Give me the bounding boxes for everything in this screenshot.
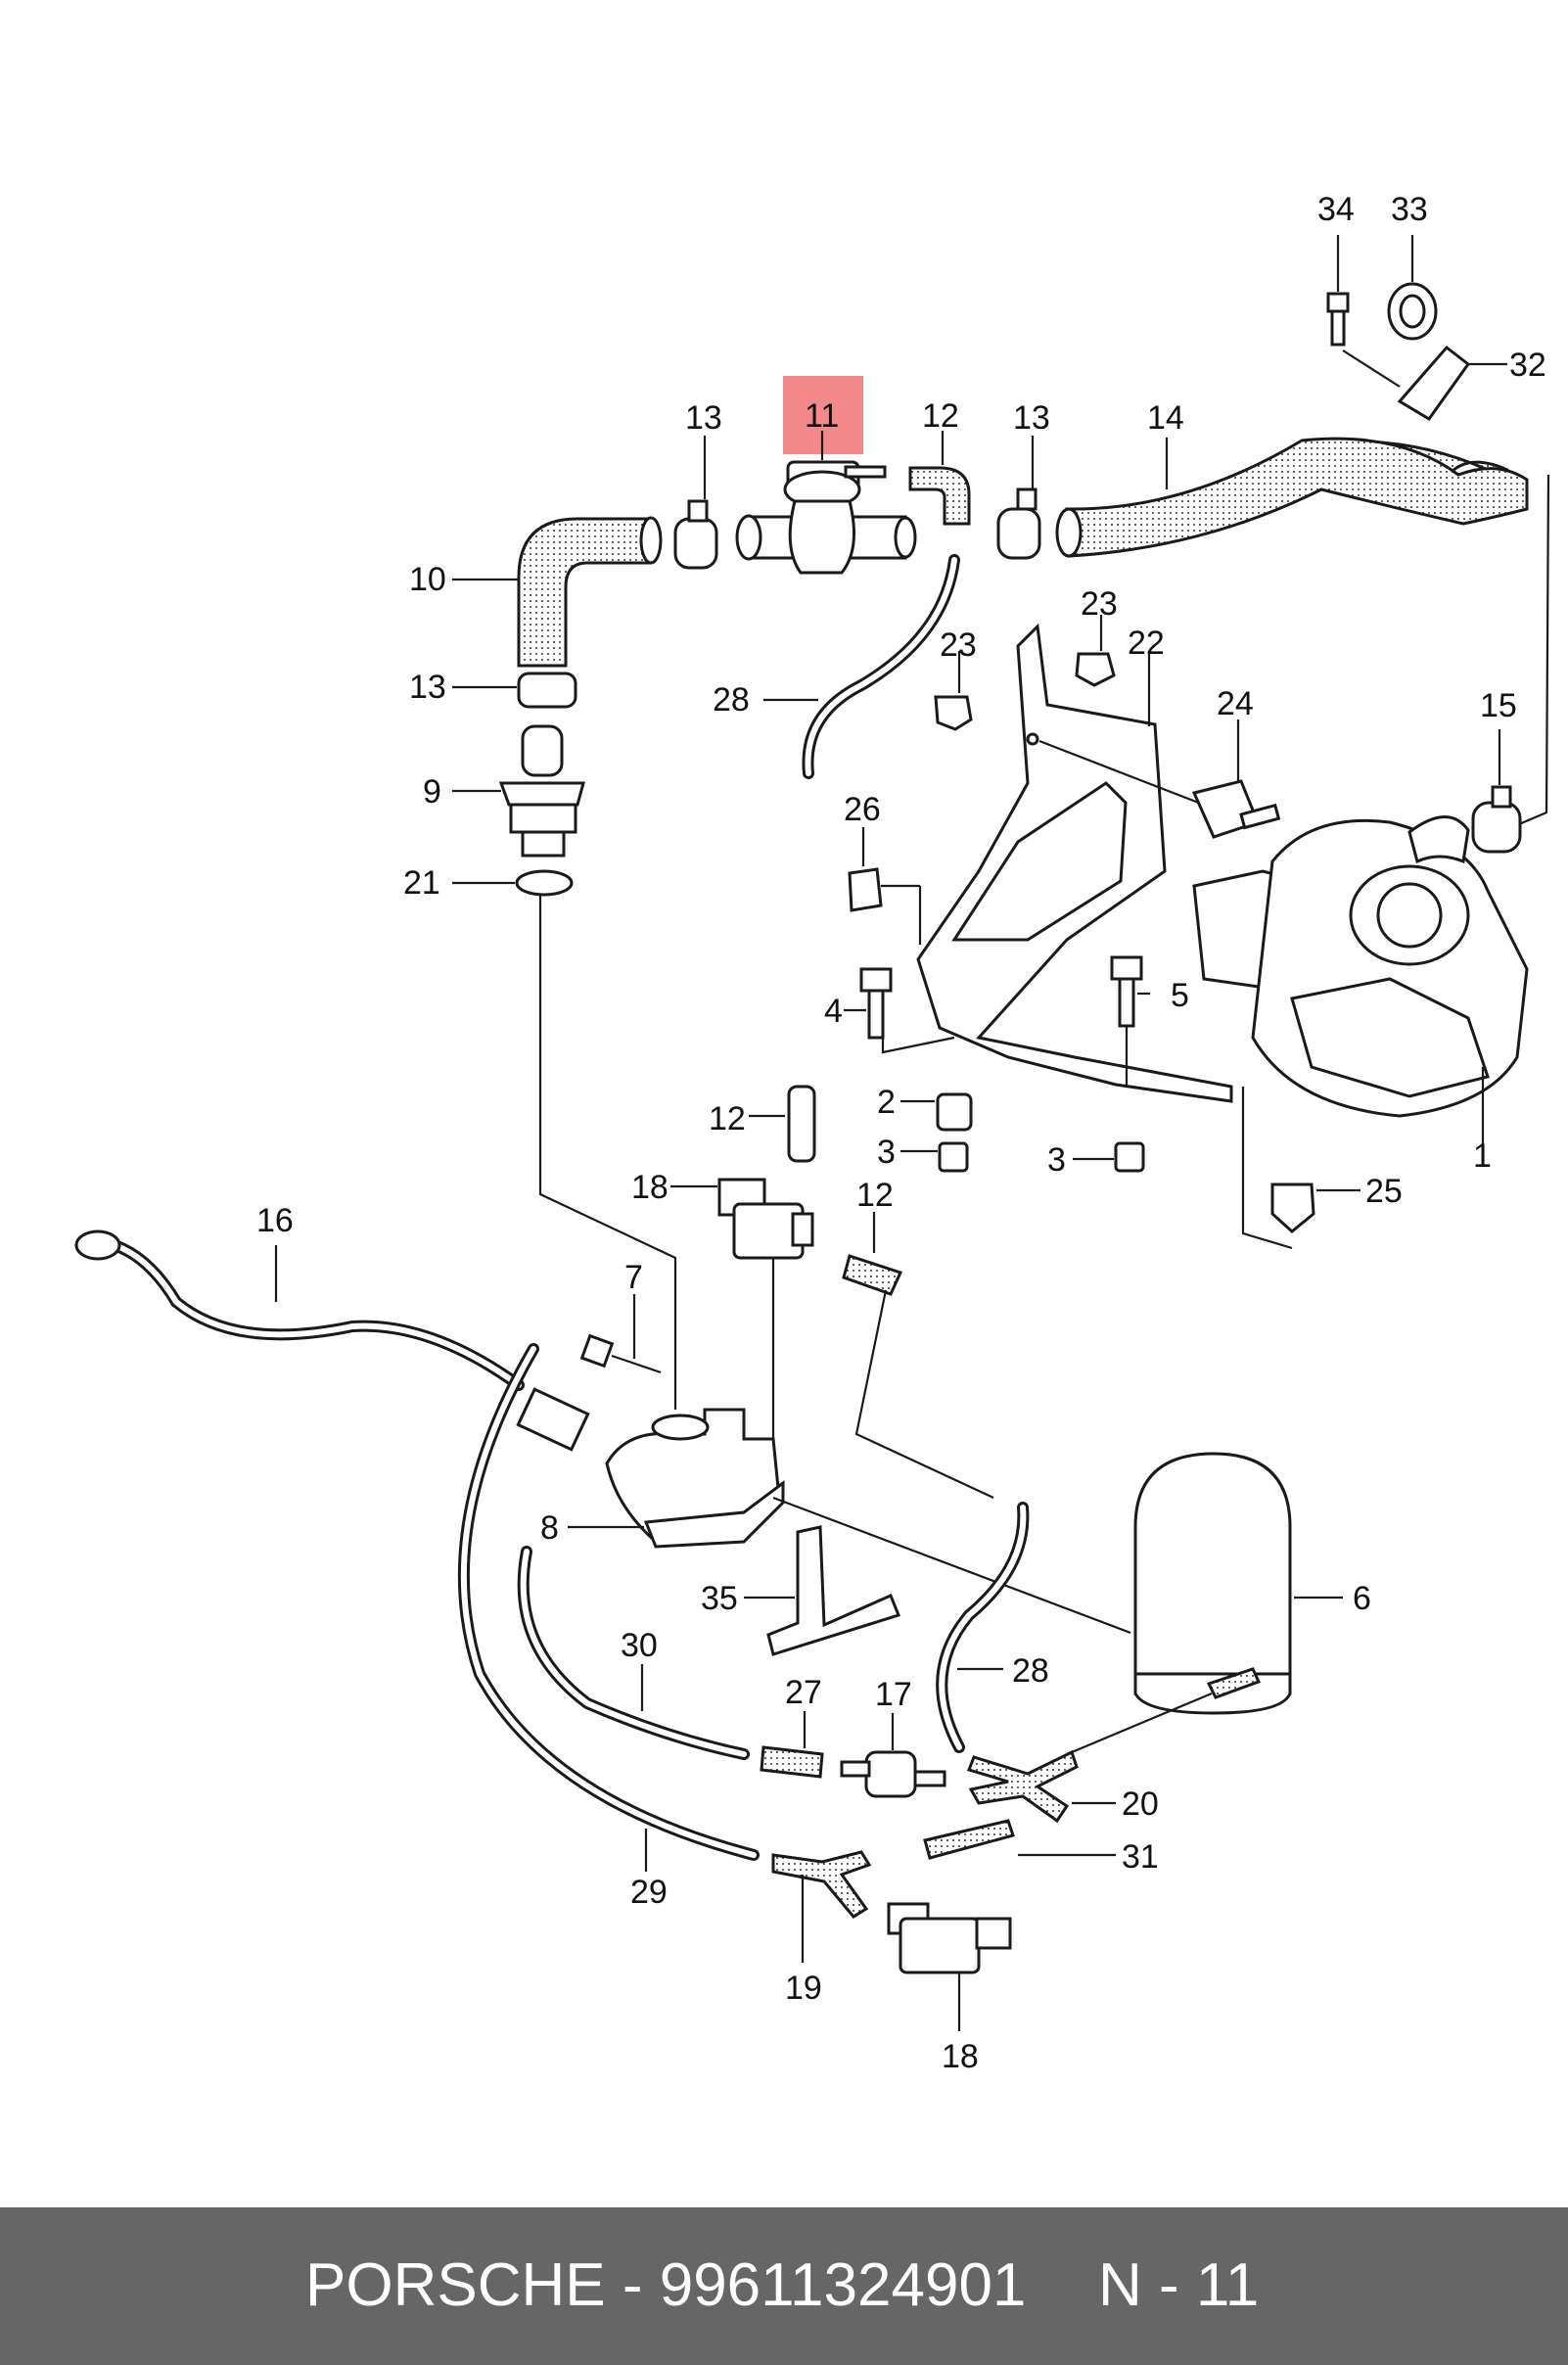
bracket-22	[916, 623, 1233, 1103]
air-pump-1	[1192, 815, 1529, 1145]
callout-27: 27	[785, 1674, 822, 1711]
callout-20: 20	[1122, 1785, 1159, 1823]
mount-2	[900, 1092, 973, 1132]
callout-9: 9	[423, 773, 441, 811]
callout-7: 7	[624, 1259, 643, 1296]
callout-12a: 12	[922, 397, 959, 435]
valve-body-8	[568, 1408, 785, 1549]
tube-28b	[936, 1502, 1030, 1753]
hose-14	[1055, 437, 1529, 558]
hose-12c	[842, 1212, 994, 1499]
callout-10: 10	[409, 561, 446, 598]
callout-21: 21	[403, 864, 440, 902]
callout-25: 25	[1365, 1173, 1403, 1210]
fitting-9	[452, 724, 585, 858]
valve-18a	[670, 1178, 814, 1498]
callout-13a: 13	[685, 399, 722, 437]
callout-28a: 28	[713, 681, 750, 719]
hose-12b	[749, 1085, 816, 1163]
callout-32: 32	[1509, 347, 1546, 384]
callout-34: 34	[1317, 191, 1355, 228]
bolt-7	[579, 1294, 662, 1374]
clamp-13c	[452, 672, 577, 709]
y-connector-19	[771, 1850, 872, 1963]
bolt-4	[844, 967, 955, 1054]
callout-15: 15	[1480, 687, 1517, 724]
callout-35: 35	[701, 1580, 738, 1617]
callout-22: 22	[1128, 625, 1165, 662]
footer-bar: PORSCHE - 99611324901 N - 11	[0, 2207, 1568, 2365]
callout-2: 2	[877, 1084, 896, 1121]
callout-16: 16	[256, 1202, 294, 1239]
callout-23b: 23	[1081, 585, 1118, 623]
callout-18a: 18	[631, 1169, 669, 1206]
callout-13b: 13	[1013, 399, 1050, 437]
callout-18b: 18	[942, 2038, 979, 2075]
valve-11	[735, 431, 917, 575]
hose-27	[760, 1711, 824, 1779]
bracket-32	[1342, 345, 1507, 421]
callout-28b: 28	[1012, 1652, 1049, 1690]
callout-1: 1	[1473, 1137, 1492, 1175]
part-number-title: PORSCHE - 99611324901	[305, 2251, 1027, 2319]
nut-23b	[1075, 615, 1116, 687]
tee-20	[967, 1692, 1213, 1824]
callout-26: 26	[844, 791, 881, 828]
callout-12c: 12	[856, 1177, 894, 1214]
tube-30	[517, 1546, 750, 1760]
callout-13c: 13	[409, 669, 446, 706]
bushing-3a	[900, 1141, 969, 1173]
nut-23a	[934, 651, 973, 731]
callout-14: 14	[1147, 399, 1184, 437]
clip-25	[1241, 1087, 1360, 1250]
bolt-5	[1110, 955, 1150, 1087]
tube-31	[923, 1819, 1116, 1860]
callout-11: 11	[805, 397, 839, 435]
canister-6	[772, 1452, 1343, 1715]
tube-28a	[763, 554, 960, 779]
pipe-16	[74, 1229, 525, 1391]
clamp-33	[1387, 235, 1438, 341]
seal-21	[452, 869, 574, 897]
callout-31: 31	[1122, 1838, 1159, 1876]
clamp-15	[1471, 474, 1550, 854]
callout-23a: 23	[940, 626, 977, 664]
valve-18b	[887, 1902, 1012, 2031]
hose-12a	[908, 431, 971, 526]
callout-6: 6	[1353, 1580, 1371, 1617]
callout-5: 5	[1171, 977, 1189, 1014]
callout-8: 8	[540, 1509, 559, 1547]
callout-29: 29	[630, 1874, 668, 1911]
callout-24: 24	[1217, 685, 1254, 722]
tube-29	[457, 1343, 760, 1872]
parts-diagram: 34 33 32 11 12 13 13 14 10 13 9 21 28 23…	[74, 191, 1550, 2075]
clamp-13a	[673, 436, 718, 570]
callout-17: 17	[875, 1676, 912, 1713]
callout-19: 19	[785, 1970, 822, 2007]
valve-17	[840, 1713, 946, 1798]
bracket-35	[744, 1525, 900, 1656]
callout-4: 4	[824, 993, 843, 1030]
bushing-3b	[1073, 1141, 1145, 1173]
callout-33: 33	[1391, 191, 1428, 228]
leader-9-8	[538, 896, 677, 1410]
callout-30: 30	[621, 1627, 658, 1664]
diagram-index: N - 11	[1098, 2251, 1260, 2319]
callout-3b: 3	[1047, 1141, 1066, 1179]
callout-12b: 12	[709, 1100, 746, 1137]
clip-26	[848, 827, 922, 945]
sensor-24	[1191, 719, 1281, 839]
bolt-34	[1326, 235, 1350, 347]
clamp-13b	[996, 436, 1041, 560]
fitting-plug	[516, 1387, 590, 1452]
callout-3a: 3	[877, 1134, 896, 1171]
hose-10	[452, 516, 663, 668]
